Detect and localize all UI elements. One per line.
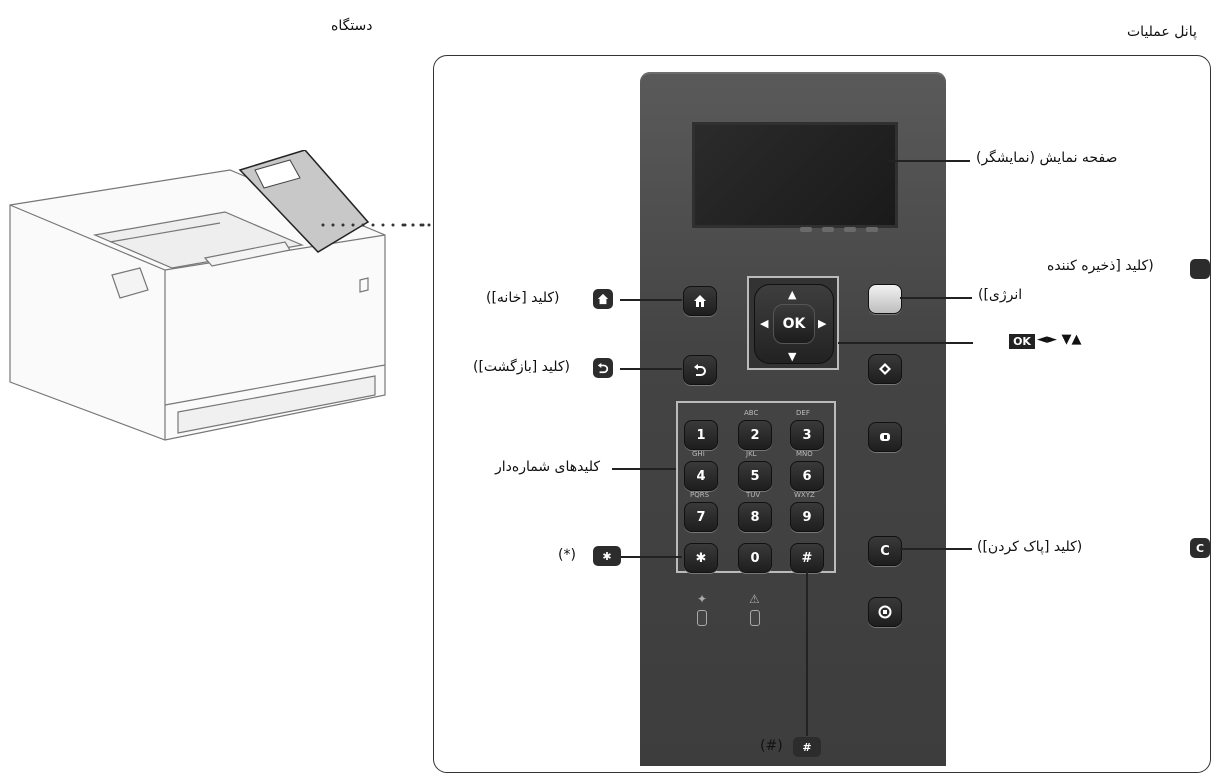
energy-chip-icon: [1196, 263, 1202, 275]
back-chip: [593, 358, 613, 378]
digit-letters-4: GHI: [692, 450, 705, 458]
digit-key-3[interactable]: 3: [790, 420, 824, 450]
display-led-2: [822, 227, 834, 232]
data-indicator-led: [697, 610, 707, 626]
back-key-label: (کلید [بازگشت]): [473, 359, 570, 375]
leader-dots: [403, 223, 431, 227]
leader-clear: [900, 548, 972, 550]
back-icon: [694, 364, 706, 376]
energy-chip: [1190, 259, 1210, 279]
menu-key[interactable]: [868, 354, 902, 384]
clear-key-label: (کلید [پاک کردن]): [977, 539, 1083, 555]
energy-saver-label-1: (کلید [ذخیره کننده: [1047, 258, 1154, 274]
arrow-keys-label: ◄► ▼▲: [1037, 332, 1082, 347]
id-icon: [880, 433, 890, 441]
hash-chip: #: [793, 737, 821, 757]
digit-key-5[interactable]: 5: [738, 461, 772, 491]
stop-key[interactable]: [868, 597, 902, 627]
leader-star: [620, 556, 682, 558]
moon-icon: [881, 293, 887, 305]
home-chip: [593, 289, 613, 309]
display-screen: [692, 122, 898, 228]
back-chip-icon: [597, 362, 609, 374]
display-led-1: [800, 227, 812, 232]
numeric-keys-label: کلیدهای شماره‌دار: [495, 459, 600, 475]
back-key[interactable]: [683, 355, 717, 385]
digit-key-0[interactable]: 0: [738, 543, 772, 573]
star-chip: ✱: [593, 546, 621, 566]
digit-key-9[interactable]: 9: [790, 502, 824, 532]
digit-key-7[interactable]: 7: [684, 502, 718, 532]
home-chip-icon: [597, 293, 609, 305]
error-indicator-icon: ⚠: [749, 592, 760, 606]
home-key-label: (کلید [خانه]): [486, 290, 560, 306]
leader-back: [620, 368, 682, 370]
leader-display: [888, 160, 970, 162]
digit-key-8[interactable]: 8: [738, 502, 772, 532]
home-icon: [694, 295, 706, 307]
digit-letters-3: DEF: [796, 409, 810, 417]
stop-icon: [878, 605, 892, 619]
error-indicator-led: [750, 610, 760, 626]
leader-arrows: [838, 342, 973, 344]
digit-letters-2: ABC: [744, 409, 759, 417]
leader-home: [620, 299, 682, 301]
control-panel-heading: پانل عملیات: [1127, 24, 1197, 40]
digit-key-1[interactable]: 1: [684, 420, 718, 450]
hash-key[interactable]: #: [790, 543, 824, 573]
digit-letters-9: WXYZ: [794, 491, 815, 499]
clear-chip: C: [1190, 538, 1210, 558]
display-led-3: [844, 227, 856, 232]
digit-key-4[interactable]: 4: [684, 461, 718, 491]
leader-energy: [900, 297, 972, 299]
digit-letters-6: MNO: [796, 450, 813, 458]
data-indicator-icon: ✦: [697, 592, 708, 606]
ok-chip: OK: [1009, 334, 1035, 349]
left-arrow-key[interactable]: ◀: [760, 317, 769, 330]
display-led-4: [866, 227, 878, 232]
display-label: صفحه نمایش (نمایشگر): [976, 150, 1118, 166]
down-arrow-key[interactable]: ▼: [788, 350, 797, 363]
hash-key-label: (#): [760, 738, 783, 754]
clear-key[interactable]: C: [868, 536, 902, 566]
digit-letters-7: PQRS: [690, 491, 710, 499]
leader-hash: [806, 571, 808, 736]
digit-letters-5: JKL: [746, 450, 757, 458]
right-arrow-key[interactable]: ▶: [818, 317, 827, 330]
digit-key-2[interactable]: 2: [738, 420, 772, 450]
star-key-label: (*): [558, 547, 576, 563]
printer-illustration: [9, 150, 425, 441]
control-panel-frame: [433, 55, 1211, 773]
home-key[interactable]: [683, 286, 717, 316]
energy-saver-key[interactable]: [868, 284, 902, 314]
digit-key-6[interactable]: 6: [790, 461, 824, 491]
digit-letters-8: TUV: [746, 491, 761, 499]
menu-icon: [879, 363, 891, 375]
star-key[interactable]: ✱: [684, 543, 718, 573]
device-heading: دستگاه: [331, 18, 373, 34]
energy-saver-label-2: انرژی]): [978, 287, 1023, 303]
id-key[interactable]: [868, 422, 902, 452]
ok-key[interactable]: OK: [773, 304, 815, 344]
leader-numeric: [612, 468, 676, 470]
up-arrow-key[interactable]: ▲: [788, 288, 797, 301]
